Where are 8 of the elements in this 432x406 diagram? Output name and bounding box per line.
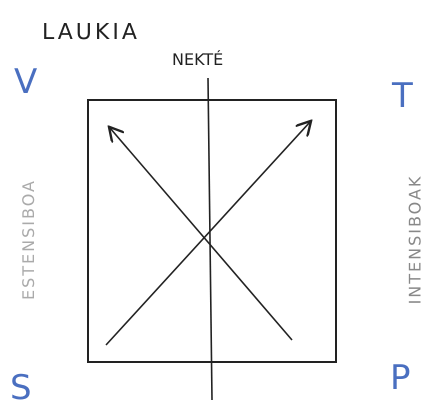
corner-letter: P	[390, 358, 411, 398]
title: LAUKIA	[42, 20, 140, 45]
axis-label: NEKTÉ	[172, 50, 224, 69]
side-label: INTENSIBOAK	[405, 174, 424, 304]
side-label: ESTENSIBOA	[18, 179, 38, 300]
corner-letter: S	[10, 368, 32, 406]
corner-letter: T	[392, 76, 413, 116]
corner-letter: V	[14, 62, 38, 102]
